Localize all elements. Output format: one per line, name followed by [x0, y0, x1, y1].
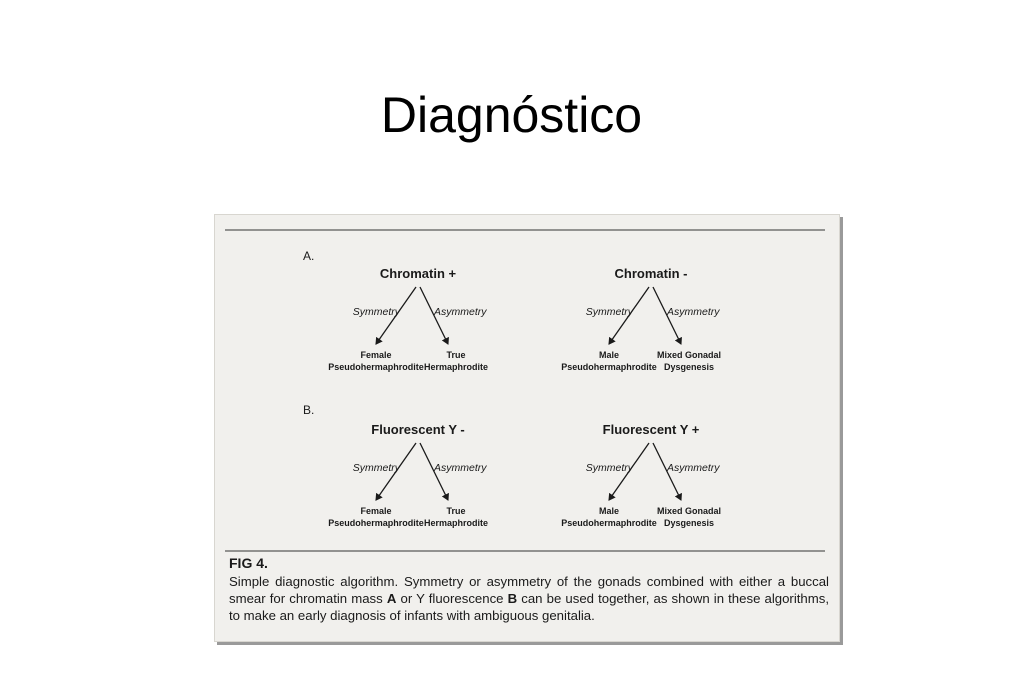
left-leaf-line-2: Pseudohermaphrodite [561, 518, 657, 528]
left-leaf-line-1: Male [599, 506, 619, 516]
left-leaf-line-1: Female [360, 506, 391, 516]
section-label: B. [303, 403, 314, 417]
caption-title: FIG 4. [229, 555, 268, 571]
right-branch-arrow [419, 442, 449, 501]
right-leaf-line-1: True [446, 506, 465, 516]
right-leaf-line-1: True [446, 350, 465, 360]
left-leaf-line-2: Pseudohermaphrodite [561, 362, 657, 372]
left-branch-arrow [608, 442, 650, 501]
caption-part-2: or Y fluorescence [396, 591, 508, 606]
right-branch-label: Asymmetry [433, 306, 487, 318]
right-leaf-line-1: Mixed Gonadal [657, 506, 721, 516]
caption-text: Simple diagnostic algorithm. Symmetry or… [229, 573, 829, 624]
right-leaf-line-2: Dysgenesis [664, 518, 714, 528]
right-leaf-line-2: Dysgenesis [664, 362, 714, 372]
tree-root-label: Chromatin - [615, 266, 688, 281]
right-leaf-line-2: Hermaphrodite [424, 518, 488, 528]
section-label: A. [303, 249, 314, 263]
left-branch-arrow [608, 286, 650, 345]
slide-title: Diagnóstico [380, 87, 643, 143]
right-branch-label: Asymmetry [666, 306, 720, 318]
tree-root-label: Chromatin + [380, 266, 457, 281]
right-branch-label: Asymmetry [433, 462, 487, 474]
right-leaf-line-1: Mixed Gonadal [657, 350, 721, 360]
caption-part-3: can be used together, as shown in these … [229, 591, 829, 623]
tree-root-label: Fluorescent Y + [603, 422, 700, 437]
right-branch-label: Asymmetry [666, 462, 720, 474]
right-branch-arrow [652, 286, 682, 345]
left-leaf-line-1: Female [360, 350, 391, 360]
caption-bold-a: A [386, 591, 397, 606]
left-leaf-line-2: Pseudohermaphrodite [328, 362, 424, 372]
left-branch-arrow [375, 442, 417, 501]
left-branch-label: Symmetry [586, 306, 634, 318]
left-branch-label: Symmetry [353, 462, 401, 474]
right-branch-arrow [419, 286, 449, 345]
left-branch-label: Symmetry [353, 306, 401, 318]
left-branch-label: Symmetry [586, 462, 634, 474]
right-leaf-line-2: Hermaphrodite [424, 362, 488, 372]
tree-root-label: Fluorescent Y - [371, 422, 464, 437]
left-leaf-line-2: Pseudohermaphrodite [328, 518, 424, 528]
figure-caption: FIG 4. Simple diagnostic algorithm. Symm… [229, 555, 829, 624]
caption-bold-b: B [507, 591, 518, 606]
caption-part-1: Simple diagnostic algorithm. Symmetry or… [229, 574, 829, 606]
left-branch-arrow [375, 286, 417, 345]
right-branch-arrow [652, 442, 682, 501]
left-leaf-line-1: Male [599, 350, 619, 360]
